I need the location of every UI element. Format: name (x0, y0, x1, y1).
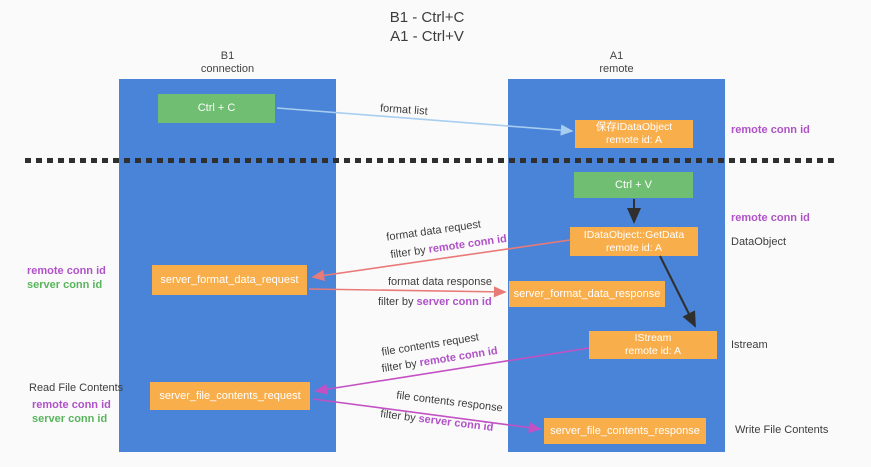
dataobject-annotation: DataObject (731, 236, 787, 248)
title-line-1: B1 - Ctrl+C (389, 9, 465, 26)
remote-conn-id-annotation-top: remote conn id (731, 124, 810, 136)
getdata-line1: IDataObject::GetData (583, 228, 685, 241)
server-file-contents-request-label: server_file_contents_request (159, 389, 301, 402)
ctrl-v-label: Ctrl + V (615, 178, 652, 191)
server-conn-id-text: server conn id (417, 412, 494, 434)
write-file-contents-annotation: Write File Contents (735, 424, 829, 436)
remote-conn-id-annotation-bottom-left: remote conn id (32, 399, 111, 411)
server-file-contents-response-label: server_file_contents_response (550, 424, 700, 437)
ctrl-v-box: Ctrl + V (574, 172, 693, 198)
arrow-format-data-response (308, 286, 507, 298)
lane-header-a1: A1 remote (508, 50, 725, 76)
istream-box: IStream remote id: A (589, 331, 717, 359)
server-file-contents-response-box: server_file_contents_response (544, 418, 706, 444)
server-format-data-response-label: server_format_data_response (513, 287, 661, 300)
server-format-data-response-box: server_format_data_response (509, 281, 665, 307)
server-format-data-request-box: server_format_data_request (152, 265, 307, 295)
lane-header-b1: B1 connection (119, 50, 336, 76)
istream-line2: remote id: A (624, 345, 682, 357)
save-idataobject-line1: 保存IDataObject (595, 121, 673, 133)
idataobject-getdata-box: IDataObject::GetData remote id: A (570, 227, 698, 256)
filter-by-text: filter by (378, 296, 414, 308)
title-line-2: A1 - Ctrl+V (390, 28, 464, 45)
server-conn-id-annotation-left: server conn id (27, 279, 103, 291)
istream-line1: IStream (634, 332, 672, 344)
format-data-response-label: format data response (388, 276, 492, 288)
server-file-contents-request-box: server_file_contents_request (150, 382, 310, 410)
lane-a1-name: A1 (609, 50, 624, 62)
save-idataobject-line2: remote id: A (605, 134, 663, 146)
format-list-label: format list (379, 102, 429, 118)
istream-annotation: Istream (731, 339, 768, 351)
diagram-title: B1 - Ctrl+C A1 - Ctrl+V (327, 8, 527, 46)
remote-conn-id-text: remote conn id (427, 232, 508, 256)
file-contents-response-label: file contents response (395, 389, 504, 415)
lane-b1-name: B1 (220, 50, 235, 62)
getdata-line2: remote id: A (605, 241, 663, 254)
ctrl-c-label: Ctrl + C (197, 102, 236, 114)
filter-by-text: filter by (389, 244, 427, 262)
filter-by-text: filter by (379, 408, 417, 425)
separator-dashed-line (25, 158, 835, 163)
server-conn-id-annotation-bottom-left: server conn id (32, 413, 108, 425)
read-file-contents-annotation: Read File Contents (29, 382, 124, 394)
ctrl-c-box: Ctrl + C (158, 94, 275, 123)
server-conn-id-text: server conn id (416, 296, 492, 308)
remote-conn-id-annotation-left: remote conn id (27, 265, 106, 277)
lane-a1-role: remote (599, 63, 634, 75)
remote-conn-id-annotation-mid: remote conn id (731, 212, 810, 224)
save-idataobject-box: 保存IDataObject remote id: A (575, 120, 693, 148)
filter-by-text: filter by (380, 357, 418, 376)
server-format-data-request-label: server_format_data_request (160, 273, 299, 286)
lane-b1-role: connection (200, 63, 255, 75)
